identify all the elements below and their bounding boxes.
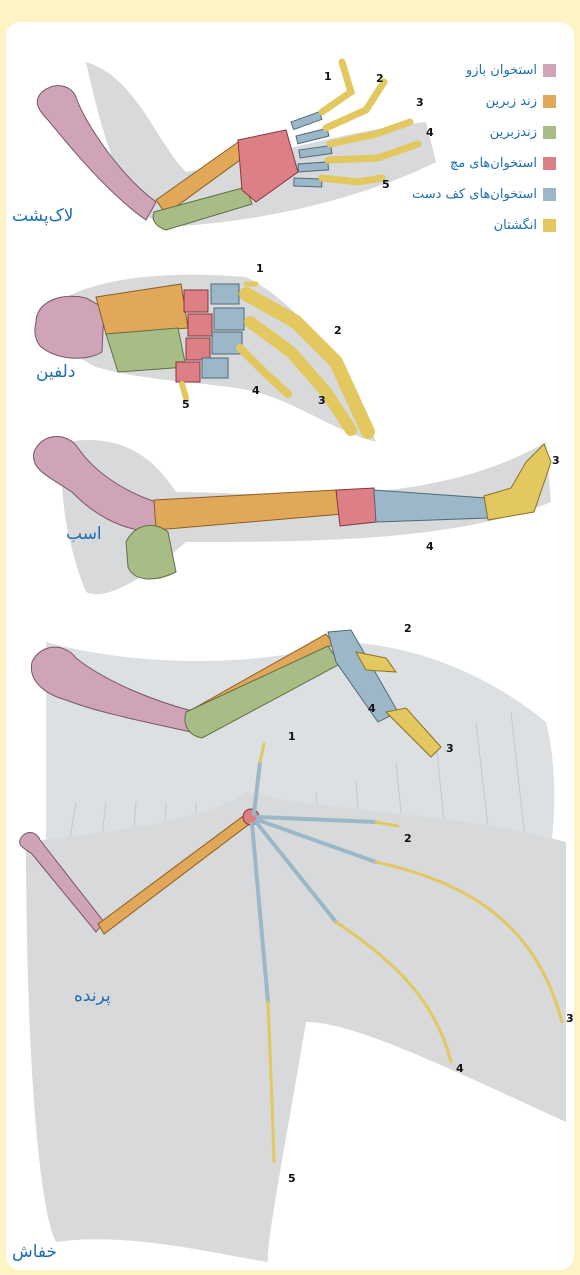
bat-digit-2: 2 (404, 832, 412, 845)
dolphin-ulna (106, 328, 186, 372)
legend-swatch-metacarpals (543, 188, 556, 201)
bat-digit-1: 1 (288, 730, 296, 743)
horse-forelimb (33, 436, 551, 594)
legend-item-radius: زند زبرین (412, 91, 556, 111)
turtle-digit-1: 1 (324, 70, 332, 83)
bird-digit-2: 2 (404, 622, 412, 635)
turtle-digit-4: 4 (426, 126, 434, 139)
dolphin-digit-1: 1 (256, 262, 264, 275)
turtle-digit-3: 3 (416, 96, 424, 109)
bird-digit-4: 4 (368, 702, 376, 715)
dolphin-flipper (35, 275, 376, 442)
label-turtle: لاک‌پشت (12, 206, 74, 226)
dolphin-digit-3: 3 (318, 394, 326, 407)
legend-swatch-humerus (543, 64, 556, 77)
dolphin-digit-2: 2 (334, 324, 342, 337)
legend-item-phalanges: انگشتان (412, 215, 556, 235)
legend-item-metacarpals: استخوان‌های کف دست (412, 184, 556, 204)
legend-swatch-radius (543, 95, 556, 108)
dolphin-digit-4: 4 (252, 384, 260, 397)
legend-swatch-ulna (543, 126, 556, 139)
bat-digit-5: 5 (288, 1172, 296, 1185)
label-horse: اسب (66, 524, 102, 544)
legend-label-phalanges: انگشتان (494, 218, 537, 233)
legend-label-carpals: استخوان‌های مچ (450, 156, 537, 171)
bone-legend: استخوان بازو زند زبرین زندزبرین استخوان‌… (412, 60, 556, 246)
legend-label-humerus: استخوان بازو (466, 63, 537, 78)
legend-label-metacarpals: استخوان‌های کف دست (412, 187, 537, 202)
bat-digit-3: 3 (566, 1012, 574, 1025)
legend-swatch-carpals (543, 157, 556, 170)
figure-frame: استخوان بازو زند زبرین زندزبرین استخوان‌… (6, 22, 574, 1270)
horse-digit-4: 4 (426, 540, 434, 553)
legend-item-humerus: استخوان بازو (412, 60, 556, 80)
turtle-forelimb (37, 62, 436, 230)
bat-digit-4: 4 (456, 1062, 464, 1075)
legend-label-radius: زند زبرین (486, 94, 537, 109)
turtle-digit-5: 5 (382, 178, 390, 191)
horse-carpals (336, 488, 376, 526)
legend-swatch-phalanges (543, 219, 556, 232)
turtle-digit-2: 2 (376, 72, 384, 85)
label-bat: خفاش (12, 1242, 57, 1262)
label-bird: پرنده (74, 986, 111, 1006)
horse-ulna (126, 525, 176, 579)
legend-item-carpals: استخوان‌های مچ (412, 153, 556, 173)
dolphin-digit-5: 5 (182, 398, 190, 411)
legend-label-ulna: زندزبرین (490, 125, 537, 140)
bird-digit-3: 3 (446, 742, 454, 755)
label-dolphin: دلفین (36, 362, 75, 382)
horse-digit-3: 3 (552, 454, 560, 467)
dolphin-humerus (35, 296, 104, 358)
bat-membrane (26, 792, 566, 1262)
